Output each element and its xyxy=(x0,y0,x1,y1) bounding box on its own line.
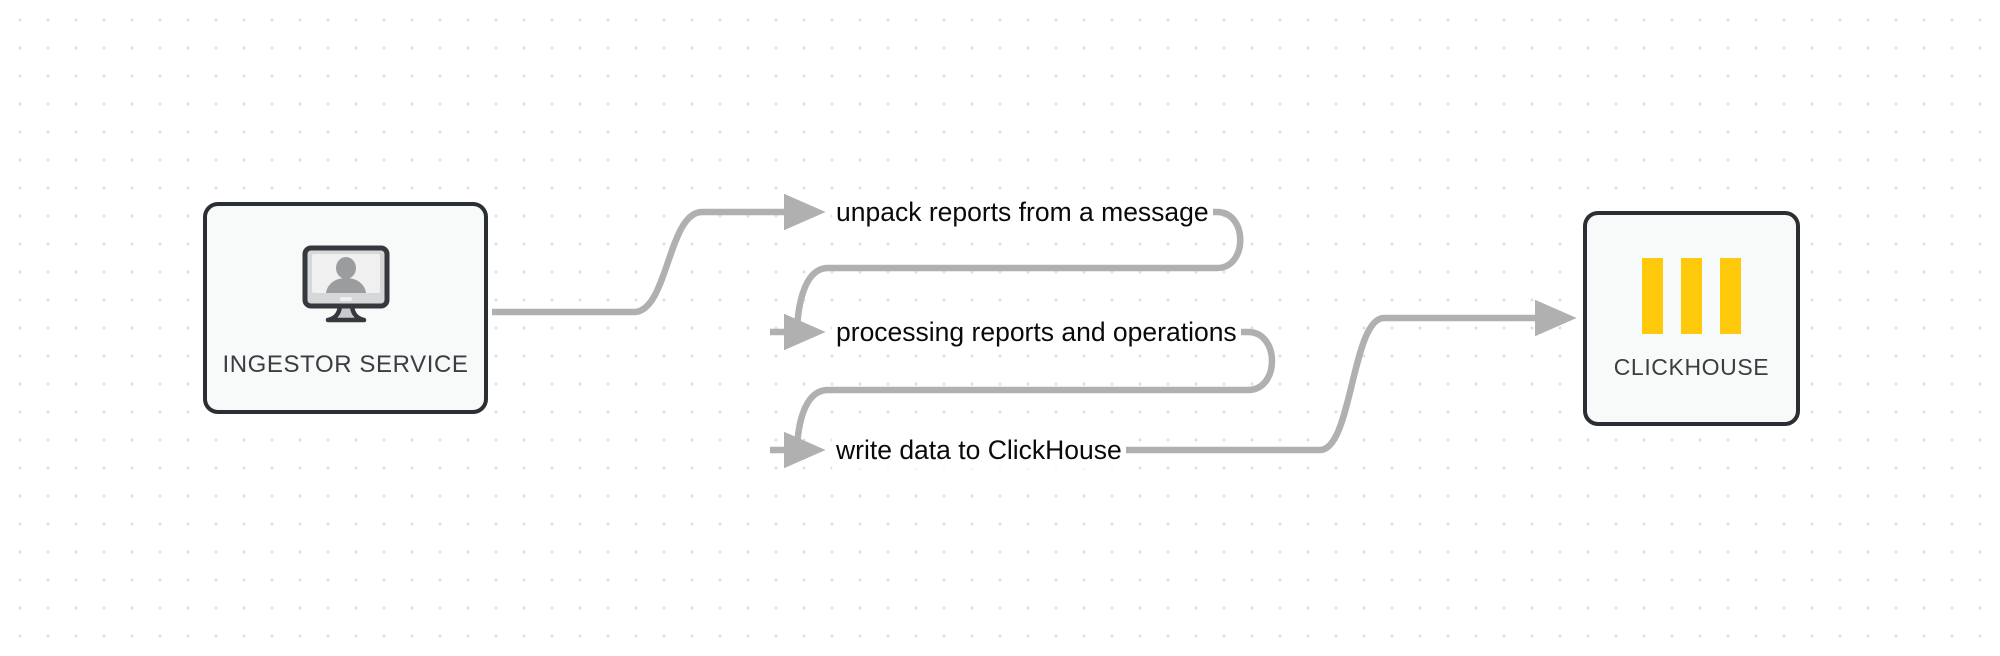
edge-segment-label3-to-clickhouse xyxy=(1118,299,1577,454)
edge-label-3-text: write data to ClickHouse xyxy=(836,434,1122,465)
clickhouse-bar-3 xyxy=(1720,258,1741,334)
edge-label-write-data: write data to ClickHouse xyxy=(829,434,1129,465)
edge-label-1-text: unpack reports from a message xyxy=(836,196,1209,227)
node-ingestor-label: INGESTOR SERVICE xyxy=(222,350,469,378)
edge-segment-label2-to-label3 xyxy=(793,328,1276,451)
clickhouse-bars-icon xyxy=(1642,258,1741,334)
node-clickhouse-label: CLICKHOUSE xyxy=(1613,354,1770,380)
edge-label-unpack-reports: unpack reports from a message xyxy=(829,196,1216,227)
edge-label-processing-reports: processing reports and operations xyxy=(829,316,1244,347)
edge-segment-label1-to-label2 xyxy=(793,208,1244,333)
monitor-user-icon xyxy=(298,242,394,335)
clickhouse-bar-1 xyxy=(1642,258,1663,334)
edge-label-2-text: processing reports and operations xyxy=(836,316,1237,347)
node-ingestor-service[interactable]: INGESTOR SERVICE xyxy=(203,202,488,414)
clickhouse-bar-2 xyxy=(1681,258,1702,334)
edge-segment-ingestor-to-label1 xyxy=(492,193,826,316)
node-clickhouse[interactable]: CLICKHOUSE xyxy=(1583,211,1800,426)
